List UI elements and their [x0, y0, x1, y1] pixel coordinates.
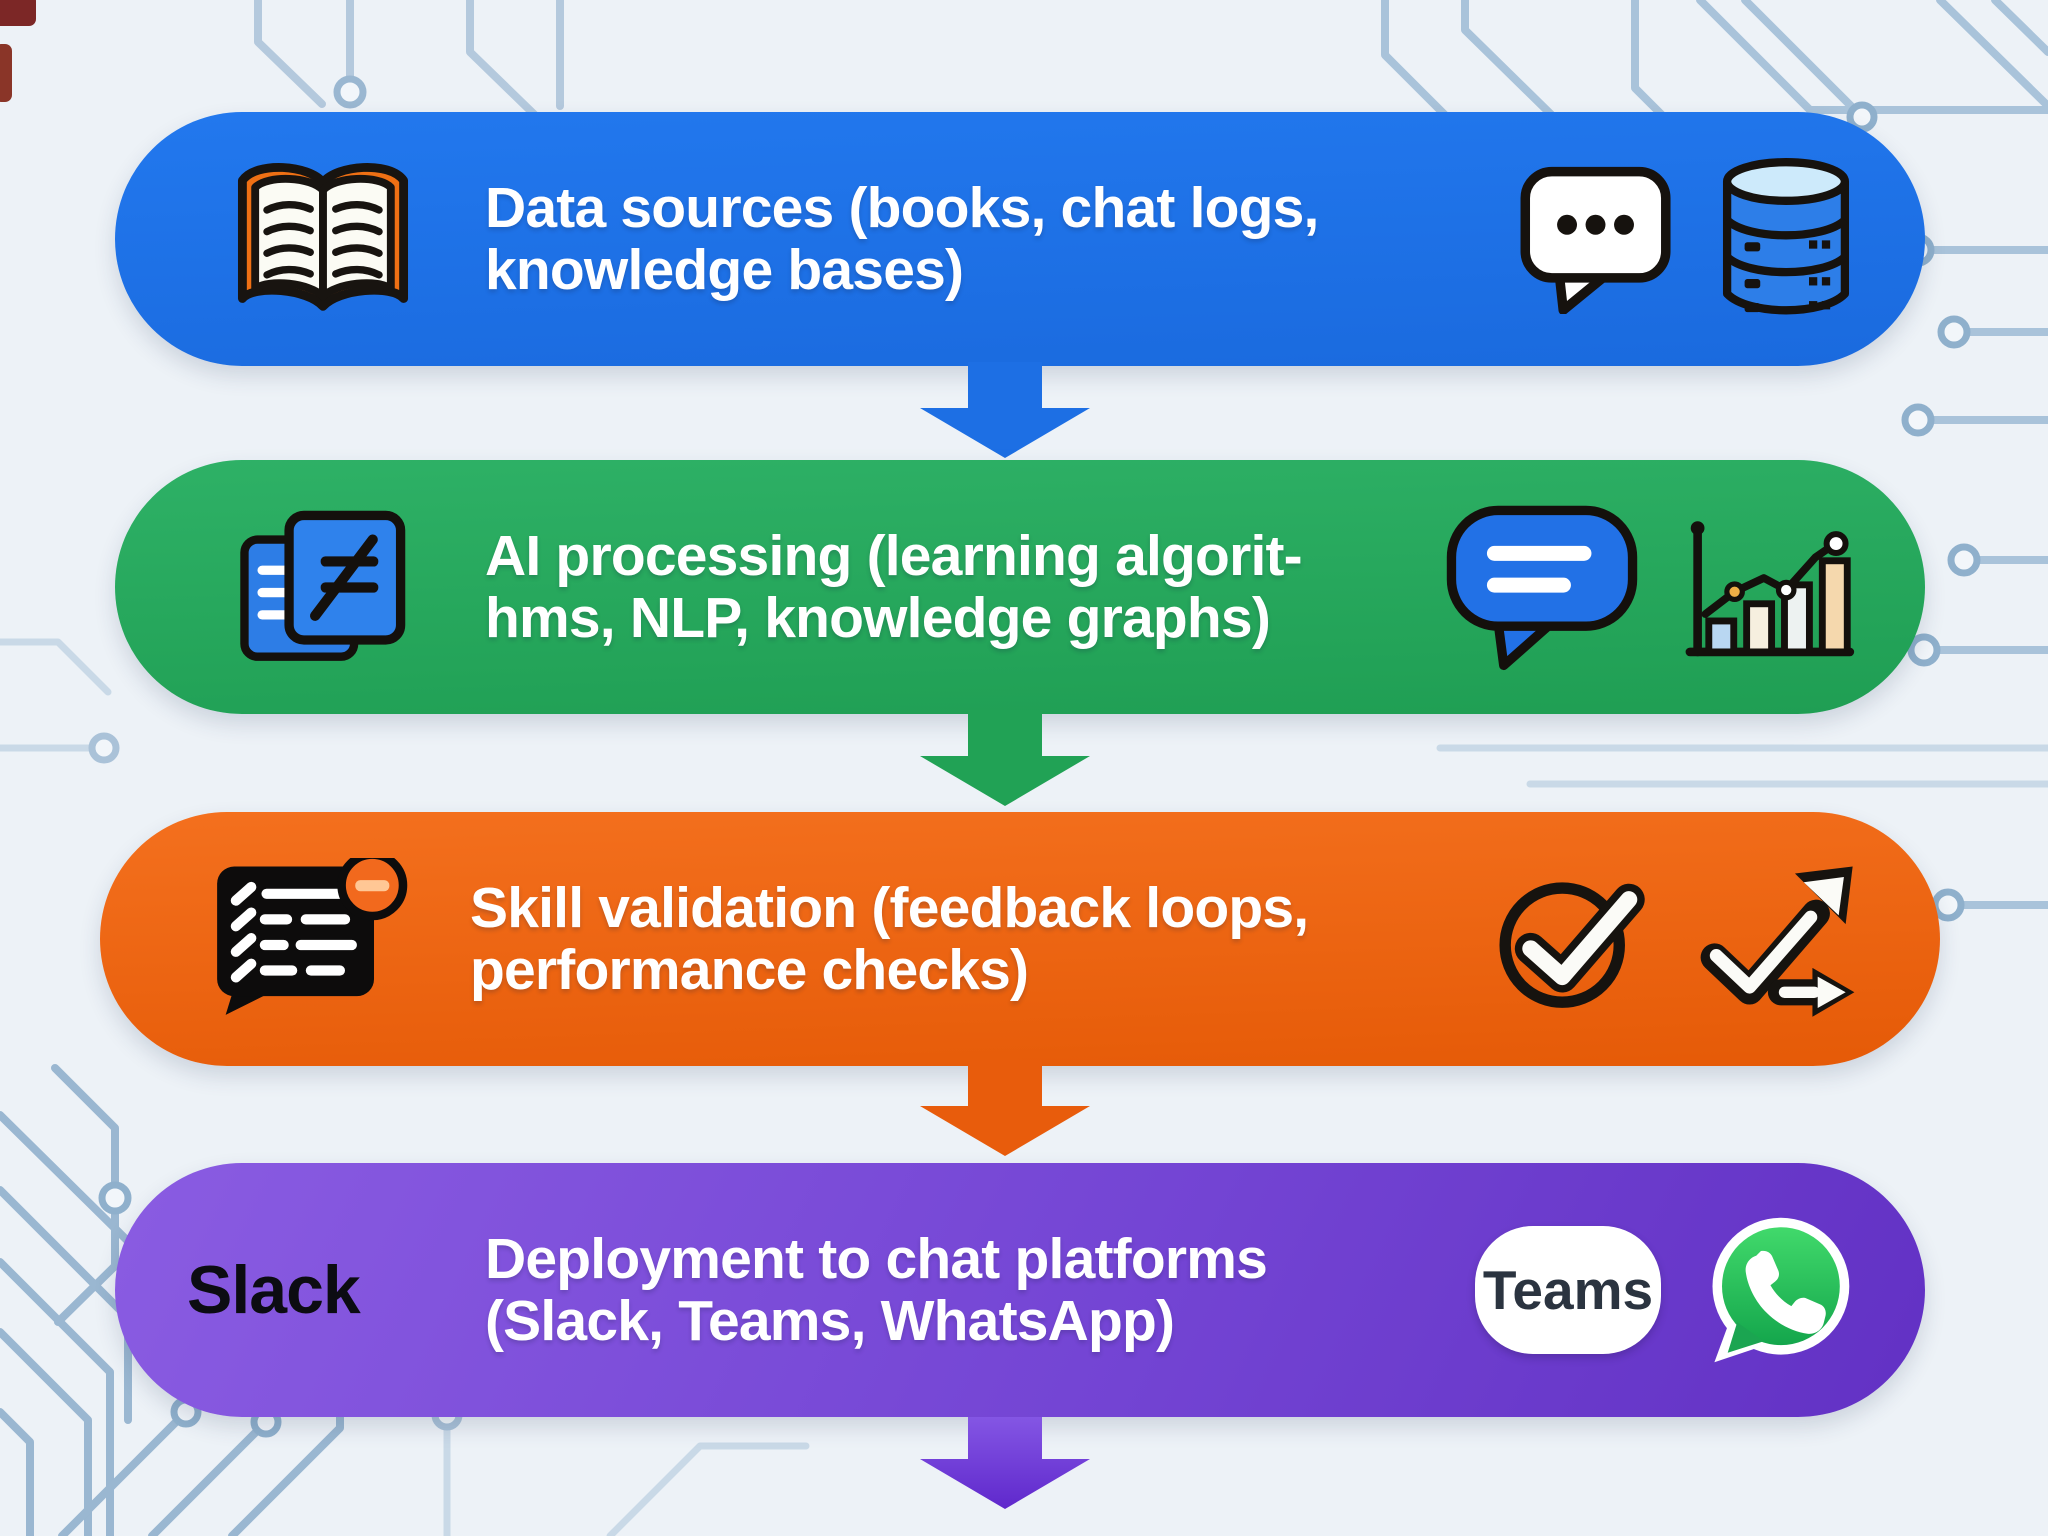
- step-1-line-2: knowledge bases): [485, 238, 964, 302]
- step-2-line-1: AI processing (learning algorit-: [485, 524, 1303, 588]
- step-1-label: Data sources (books, chat logs, knowledg…: [485, 177, 1517, 301]
- step-3-label: Skill validation (feedback loops, perfor…: [470, 877, 1492, 1001]
- bar-chart-icon: [1683, 506, 1855, 668]
- step-2-right-icons: [1443, 503, 1855, 671]
- step-2-line-2: hms, NLP, knowledge graphs): [485, 586, 1271, 650]
- step-3-line-2: performance checks): [470, 938, 1029, 1002]
- whatsapp-icon: [1703, 1214, 1855, 1366]
- chat-lines-icon: [1443, 503, 1641, 671]
- trend-arrows-icon: [1692, 856, 1870, 1022]
- step-data-sources: Data sources (books, chat logs, knowledg…: [115, 112, 1925, 366]
- flow-arrow-2: [920, 710, 1090, 806]
- step-4-right-icons: Teams: [1475, 1214, 1855, 1366]
- checklist-icon: [205, 858, 410, 1020]
- step-skill-validation: Skill validation (feedback loops, perfor…: [100, 812, 1940, 1066]
- documents-icon: [220, 508, 425, 666]
- step-3-right-icons: [1492, 856, 1870, 1022]
- step-ai-processing: AI processing (learning algorit- hms, NL…: [115, 460, 1925, 714]
- open-book-icon: [220, 153, 425, 325]
- step-4-line-1: Deployment to chat platforms: [485, 1227, 1268, 1291]
- check-circle-icon: [1492, 864, 1650, 1014]
- flow-arrow-4: [920, 1417, 1090, 1509]
- flow-arrow-3: [920, 1060, 1090, 1156]
- slack-label: Slack: [187, 1252, 361, 1328]
- step-3-line-1: Skill validation (feedback loops,: [470, 876, 1309, 940]
- step-4-line-2: (Slack, Teams, WhatsApp): [485, 1289, 1175, 1353]
- step-1-line-1: Data sources (books, chat logs,: [485, 176, 1319, 240]
- step-deployment: Slack Deployment to chat platforms (Slac…: [115, 1163, 1925, 1417]
- step-2-label: AI processing (learning algorit- hms, NL…: [485, 525, 1443, 649]
- step-4-label: Deployment to chat platforms (Slack, Tea…: [485, 1228, 1475, 1352]
- flow-arrow-1: [920, 362, 1090, 458]
- database-icon: [1717, 153, 1855, 325]
- teams-badge: Teams: [1475, 1226, 1661, 1354]
- step-1-right-icons: [1517, 153, 1855, 325]
- chat-dots-icon: [1517, 164, 1675, 314]
